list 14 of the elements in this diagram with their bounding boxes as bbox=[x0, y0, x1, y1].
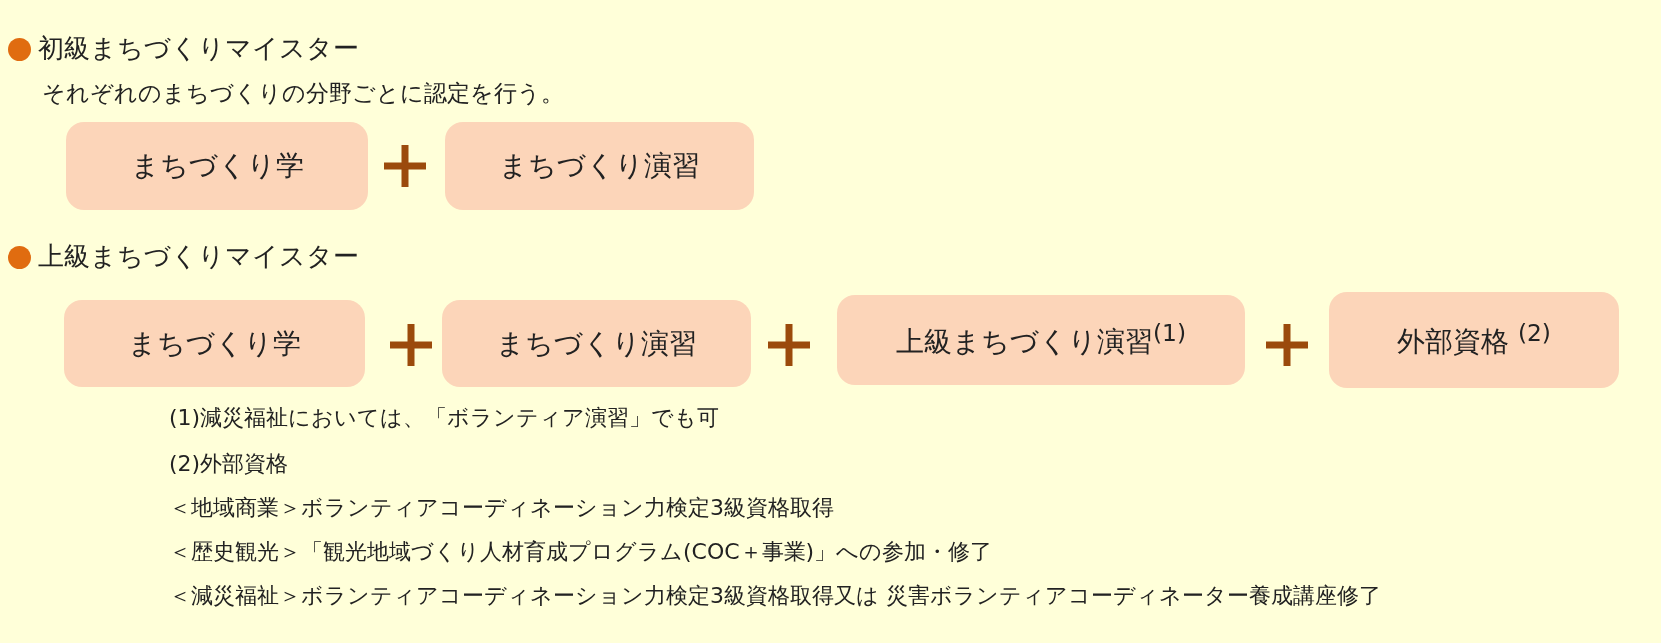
course-box: 上級まちづくり演習$^{(1)}$ bbox=[837, 295, 1245, 385]
course-box: まちづくり演習 bbox=[442, 300, 751, 387]
course-box: まちづくり演習 bbox=[445, 122, 754, 210]
heading: 上級まちづくりマイスター bbox=[38, 240, 359, 273]
note-text: ＜歴史観光＞「観光地域づくり人材育成プログラム(COC＋事業)」への参加・修了 bbox=[169, 538, 993, 566]
note-text: ＜減災福祉＞ボランティアコーディネーション力検定3級資格取得又は 災害ボランティアコーディネーター養成講座修了 bbox=[169, 582, 1381, 610]
heading: 初級まちづくりマイスター bbox=[38, 32, 359, 65]
description-text: それぞれのまちづくりの分野ごとに認定を行う。 bbox=[42, 79, 564, 108]
course-box: まちづくり学 bbox=[66, 122, 368, 210]
course-box: まちづくり学 bbox=[64, 300, 365, 387]
course-box: 外部資格 $^{(2)}$ bbox=[1329, 292, 1619, 388]
note-text: ＜地域商業＞ボランティアコーディネーション力検定3級資格取得 bbox=[169, 494, 834, 522]
note-text: (1)減災福祉においては、「ボランティア演習」でも可 bbox=[169, 404, 720, 432]
note-text: (2)外部資格 bbox=[169, 450, 289, 478]
